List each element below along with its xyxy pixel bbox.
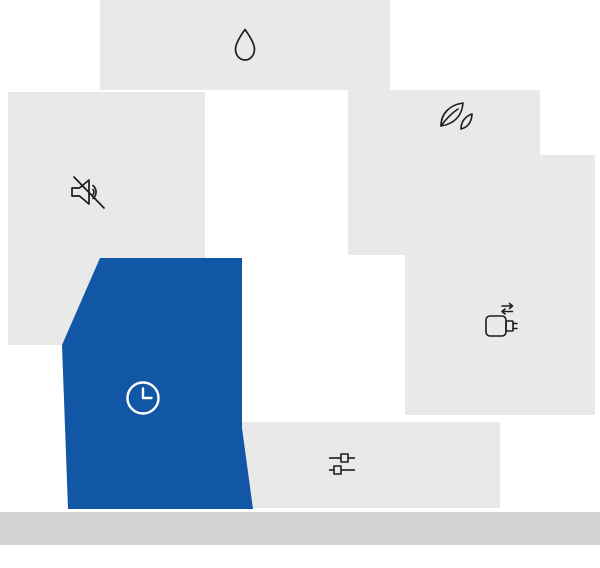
eco-leaves-icon [437,100,473,132]
tile-water[interactable] [100,0,390,90]
tile-options[interactable] [210,422,500,508]
sliders-icon [328,452,356,476]
speaker-muted-icon [67,172,109,212]
bottom-bar [0,512,600,545]
plug-sync-icon [480,302,520,342]
tile-connect[interactable] [405,155,595,415]
tile-time-delay[interactable] [55,255,260,513]
clock-icon [123,378,163,418]
water-drop-icon [231,27,259,63]
